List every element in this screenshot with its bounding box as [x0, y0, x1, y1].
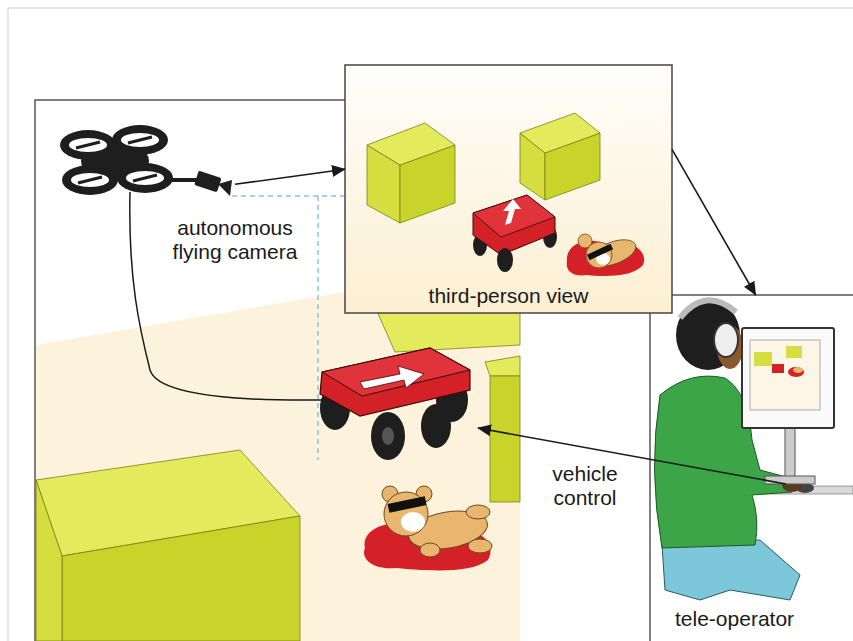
trousers — [662, 540, 800, 600]
drone-icon — [112, 125, 168, 155]
teddy-bear-victim — [384, 492, 428, 536]
monitor-stand — [785, 428, 795, 478]
drone-icon — [69, 138, 107, 152]
vehicle-icon — [320, 348, 470, 460]
inset-teddy-bear — [587, 234, 640, 271]
panel-title: tele-operator — [675, 607, 845, 631]
drone-icon — [60, 130, 116, 160]
tele-operator-panel: tele-operator — [650, 295, 853, 641]
drone-icon — [218, 180, 232, 196]
vehicle-icon — [320, 348, 470, 416]
inset-vehicle — [503, 199, 521, 225]
vehicle-control-arrow — [478, 428, 786, 484]
inset-outline — [345, 65, 672, 313]
connector-arrow — [672, 149, 756, 295]
monitor-base — [765, 476, 815, 484]
third-person-view-inset — [345, 65, 672, 313]
teddy-bear-victim — [388, 496, 427, 513]
connector-arrow — [235, 169, 345, 184]
inset-right-box — [520, 113, 600, 153]
drone-icon — [76, 142, 100, 148]
monitor-thumbnail — [750, 340, 820, 410]
inset-teddy-bear — [567, 234, 644, 276]
teddy-bear-victim — [401, 512, 425, 532]
monitor-thumbnail — [793, 367, 803, 373]
drone-icon — [117, 163, 173, 193]
inset-right-box — [520, 113, 600, 200]
vehicle-icon — [382, 427, 394, 445]
right-box — [485, 356, 520, 502]
teddy-bear-victim — [364, 486, 492, 570]
tele-operator-panel — [650, 295, 853, 641]
inset-left-box — [367, 123, 455, 165]
floor — [36, 262, 520, 641]
monitor-thumbnail — [754, 352, 772, 366]
headphone-cup — [714, 323, 738, 357]
inset-vehicle — [473, 195, 555, 255]
vehicle-icon — [360, 366, 424, 389]
teddy-bear-victim — [420, 543, 440, 557]
inset-teddy-bear — [587, 244, 613, 260]
teddy-bear-victim — [466, 505, 490, 519]
large-box — [36, 450, 300, 641]
inset-vehicle — [473, 195, 557, 272]
arrow-label: vehicle control — [540, 462, 630, 510]
large-box — [62, 516, 300, 641]
third-person-view-panel: third-person view — [345, 65, 672, 313]
camera-label: autonomous flying camera — [160, 216, 310, 264]
drone-icon — [133, 175, 157, 181]
camera-view-lines — [317, 196, 319, 460]
tele-operator-panel-outline — [650, 295, 853, 641]
drone-icon — [121, 133, 159, 147]
drone-icon — [62, 165, 118, 195]
panel-title: third-person view — [345, 284, 672, 308]
drone-icon — [128, 137, 152, 143]
right-box — [490, 376, 520, 502]
teddy-bear-victim — [468, 539, 492, 553]
drone-icon — [170, 178, 198, 182]
inset-vehicle — [497, 248, 513, 272]
tether-line — [130, 192, 322, 400]
drone-icon — [78, 177, 102, 183]
inset-vehicle — [473, 195, 555, 237]
headphone-band — [680, 300, 736, 318]
monitor-thumbnail — [750, 340, 820, 410]
monitor — [742, 328, 834, 428]
drone-icon — [71, 173, 109, 187]
drone-icon — [194, 171, 221, 193]
drone-icon — [126, 171, 164, 185]
large-box — [36, 480, 62, 641]
monitor-thumbnail — [772, 364, 784, 373]
right-box — [485, 356, 520, 376]
monitor-thumbnail — [786, 346, 802, 358]
drone-icon — [60, 125, 232, 196]
camera-view-lines — [232, 195, 345, 197]
monitor-thumbnail — [788, 367, 804, 377]
inset-left-box — [367, 123, 455, 223]
vehicle-icon — [371, 412, 405, 460]
vehicle-icon — [322, 348, 470, 396]
vehicle-icon — [421, 404, 451, 448]
flying-camera-node: autonomous flying camera — [55, 128, 235, 203]
